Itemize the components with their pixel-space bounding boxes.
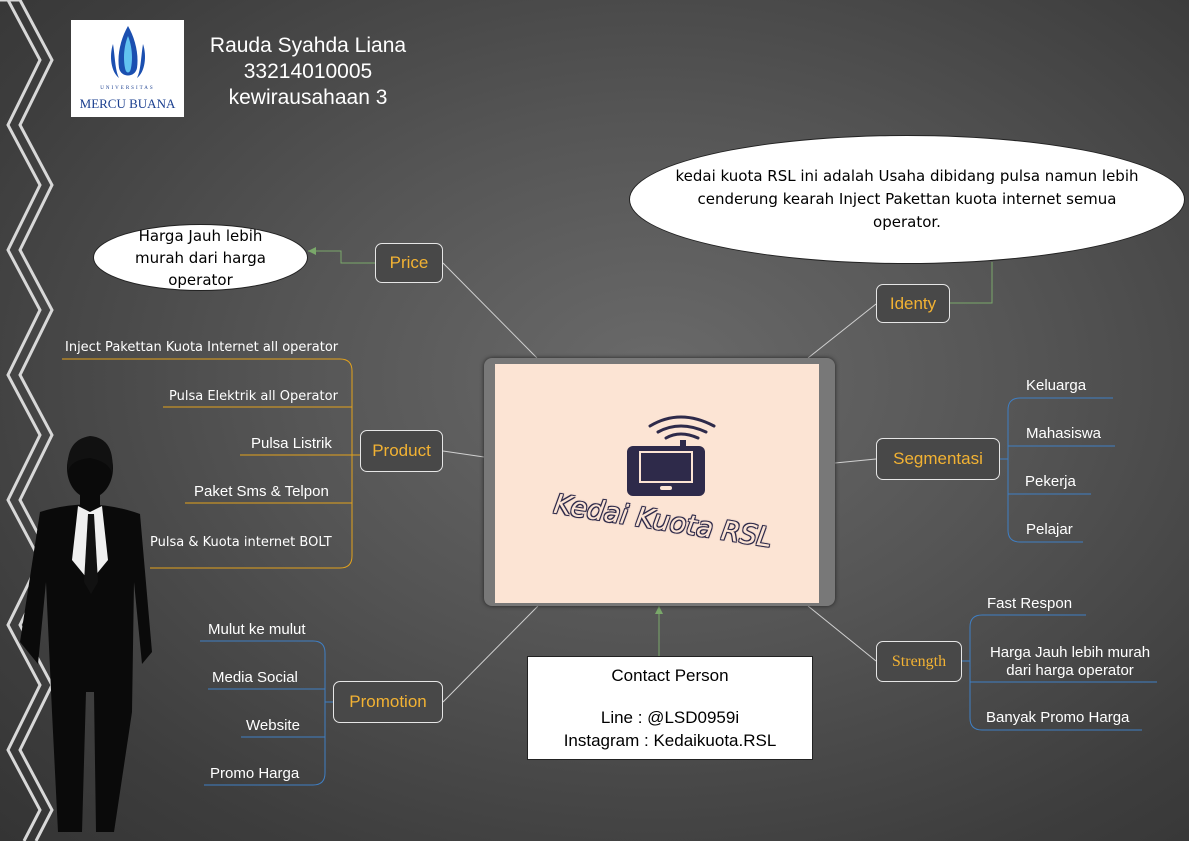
product-item: Pulsa & Kuota internet BOLT xyxy=(150,535,332,550)
identy-node[interactable]: Identy xyxy=(876,284,950,323)
author-id: 33214010005 xyxy=(243,60,373,83)
segmentasi-item: Keluarga xyxy=(1026,377,1087,394)
identy-node-label: Identy xyxy=(889,293,937,313)
segmentasi-node[interactable]: Segmentasi xyxy=(876,438,1000,480)
strength-item: Fast Respon xyxy=(987,595,1073,612)
segmentasi-node-label: Segmentasi xyxy=(893,449,983,468)
author-name: Rauda Syahda Liana xyxy=(209,34,407,57)
businessman-silhouette-icon xyxy=(20,436,152,832)
price-note: Harga Jauh lebih murah dari harga operat… xyxy=(135,226,266,289)
promotion-node-label: Promotion xyxy=(349,692,427,711)
contact-instagram[interactable]: Instagram : Kedaikuota.RSL xyxy=(563,731,777,750)
author-course: kewirausahaan 3 xyxy=(228,86,388,109)
promotion-node[interactable]: Promotion xyxy=(333,681,443,723)
product-item: Inject Pakettan Kuota Internet all opera… xyxy=(65,340,339,355)
product-node-label: Product xyxy=(372,441,431,460)
strength-item: Banyak Promo Harga xyxy=(986,709,1130,726)
logo-univ-name: MERCU BUANA xyxy=(79,96,176,111)
author-info: Rauda Syahda Liana 33214010005 kewirausa… xyxy=(190,33,426,111)
product-item: Paket Sms & Telpon xyxy=(194,483,329,500)
product-item: Pulsa Elektrik all Operator xyxy=(169,389,338,404)
identy-description: kedai kuota RSL ini adalah Usaha dibidan… xyxy=(675,167,1139,231)
segmentasi-item: Pelajar xyxy=(1026,521,1073,538)
promotion-item: Media Social xyxy=(212,669,298,686)
contact-title: Contact Person xyxy=(611,666,729,685)
strength-node-label: Strength xyxy=(891,652,947,670)
product-node[interactable]: Product xyxy=(360,430,443,472)
contact-person-box: Contact Person Line : @LSD0959i Instagra… xyxy=(527,656,813,760)
strength-node[interactable]: Strength xyxy=(876,641,962,682)
flame-logo-icon xyxy=(111,26,145,78)
price-note-bubble: Harga Jauh lebih murah dari harga operat… xyxy=(93,224,308,291)
segmentasi-item: Mahasiswa xyxy=(1026,425,1102,442)
price-node-label: Price xyxy=(389,253,429,272)
product-item: Pulsa Listrik xyxy=(251,435,332,452)
strength-item: Harga Jauh lebih murah dari harga operat… xyxy=(989,644,1151,679)
diamond-border-decoration xyxy=(0,0,54,841)
segmentasi-item: Pekerja xyxy=(1025,473,1076,490)
wifi-tablet-icon xyxy=(627,415,716,496)
identy-description-bubble: kedai kuota RSL ini adalah Usaha dibidan… xyxy=(629,135,1185,264)
promotion-item: Mulut ke mulut xyxy=(208,621,306,638)
price-node[interactable]: Price xyxy=(375,243,443,283)
promotion-item: Promo Harga xyxy=(210,765,300,782)
promotion-item: Website xyxy=(246,717,300,734)
contact-line[interactable]: Line : @LSD0959i xyxy=(600,708,740,727)
logo-univ-small: UNIVERSITAS xyxy=(100,86,155,91)
university-logo: UNIVERSITAS MERCU BUANA xyxy=(71,20,184,117)
